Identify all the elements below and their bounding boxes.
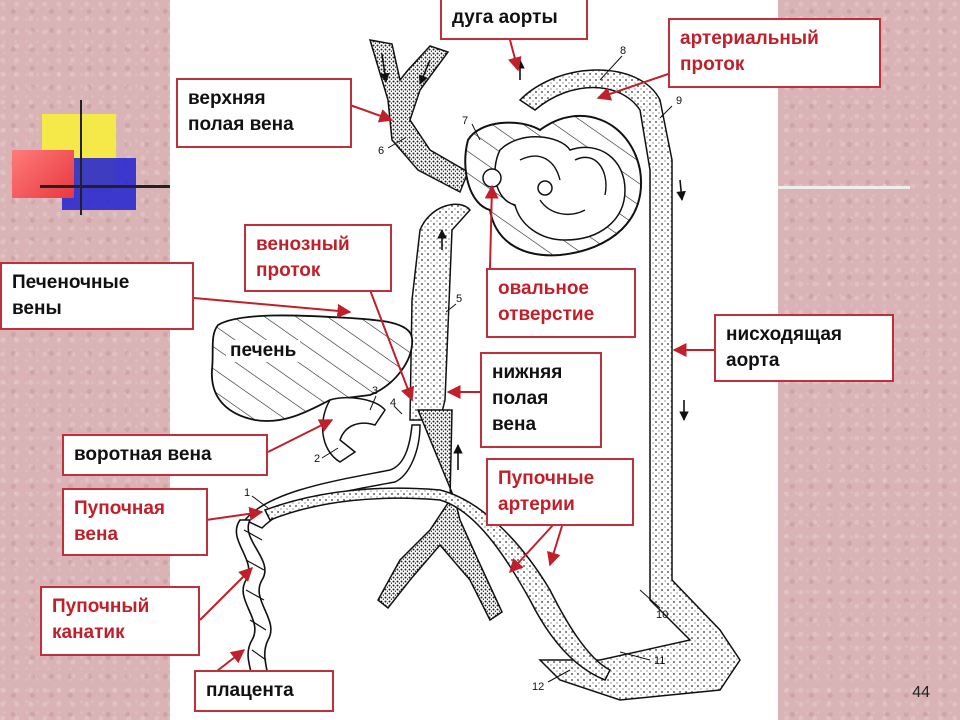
decorative-blue-square — [62, 158, 136, 210]
number-5: 5 — [456, 293, 462, 305]
label-descending-aorta: нисходящая аорта — [714, 314, 894, 382]
decorative-right-line — [778, 186, 910, 189]
pointer-arrows — [193, 39, 714, 679]
number-6: 6 — [378, 145, 384, 157]
label-umbilical-cord-line1: Пупочный — [52, 596, 150, 617]
label-foramen-ovale: овальное отверстие — [486, 268, 636, 338]
portal-vein-shape — [321, 397, 386, 463]
label-superior-vena-cava-line1: верхняя — [188, 88, 266, 109]
label-umbilical-vein: Пупочная вена — [62, 488, 208, 556]
label-hepatic-veins-line2: вены — [12, 298, 62, 319]
label-umbilical-vein-line2: вена — [74, 524, 119, 545]
flow-arrows — [380, 53, 689, 470]
number-leader-lines — [251, 55, 673, 683]
liver-shape — [211, 314, 413, 422]
label-descending-aorta-line2: аорта — [726, 350, 780, 371]
label-umbilical-arteries-line1: Пупочные — [498, 468, 595, 489]
label-liver-text: печень — [230, 340, 297, 361]
label-ductus-arteriosus-line1: артериальный — [680, 28, 819, 49]
number-2: 2 — [314, 453, 320, 465]
label-ductus-arteriosus-line2: проток — [680, 54, 745, 75]
label-placenta-line1: плацента — [206, 680, 294, 701]
label-liver: печень — [226, 340, 301, 362]
label-hepatic-veins: Печеночные вены — [0, 262, 194, 330]
label-ductus-venosus-line1: венозный — [256, 234, 350, 255]
number-10: 10 — [656, 609, 668, 621]
inferior-vena-cava-shape — [377, 203, 503, 622]
number-1: 1 — [244, 487, 250, 499]
label-inferior-vena-cava-line1: нижняя — [492, 362, 563, 383]
label-umbilical-arteries: Пупочные артерии — [486, 458, 634, 526]
number-8: 8 — [620, 45, 626, 57]
label-inferior-vena-cava-line2: полая — [492, 388, 549, 409]
descending-aorta-shape — [518, 69, 741, 701]
number-11: 11 — [654, 655, 665, 667]
decorative-red-square — [12, 150, 74, 198]
label-descending-aorta-line1: нисходящая — [726, 324, 842, 345]
label-aortic-arch-line1: дуга аорты — [452, 7, 558, 28]
superior-vena-cava-shape — [368, 39, 469, 194]
label-ductus-venosus: венозный проток — [244, 224, 392, 292]
label-umbilical-cord-line2: канатик — [52, 622, 125, 643]
label-superior-vena-cava: верхняя полая вена — [176, 78, 352, 148]
page-number: 44 — [912, 684, 930, 701]
umbilical-arteries-shape — [263, 487, 612, 681]
label-foramen-ovale-line1: овальное — [498, 278, 590, 299]
label-superior-vena-cava-line2: полая вена — [188, 114, 294, 135]
number-labels: 1 2 3 4 5 6 7 8 9 10 11 12 — [244, 45, 682, 693]
number-7: 7 — [462, 115, 468, 127]
label-umbilical-cord: Пупочный канатик — [40, 586, 200, 656]
label-placenta: плацента — [194, 670, 334, 712]
label-umbilical-arteries-line2: артерии — [498, 494, 575, 515]
label-portal-vein-line1: воротная вена — [74, 444, 212, 465]
label-aortic-arch: дуга аорты — [440, 0, 588, 40]
number-9: 9 — [676, 95, 682, 107]
label-inferior-vena-cava-line3: вена — [492, 414, 537, 435]
label-hepatic-veins-line1: Печеночные — [12, 272, 130, 293]
decorative-vertical-line — [80, 100, 82, 215]
heart-shape — [464, 114, 643, 257]
label-portal-vein: воротная вена — [62, 434, 268, 476]
decorative-horizontal-line — [40, 185, 170, 188]
label-inferior-vena-cava: нижняя полая вена — [480, 352, 602, 448]
label-umbilical-vein-line1: Пупочная — [74, 498, 165, 519]
label-ductus-venosus-line2: проток — [256, 260, 321, 281]
number-3: 3 — [372, 385, 378, 397]
label-ductus-arteriosus: артериальный проток — [668, 18, 881, 88]
label-foramen-ovale-line2: отверстие — [498, 304, 595, 325]
number-12: 12 — [532, 681, 544, 693]
number-4: 4 — [390, 397, 396, 409]
